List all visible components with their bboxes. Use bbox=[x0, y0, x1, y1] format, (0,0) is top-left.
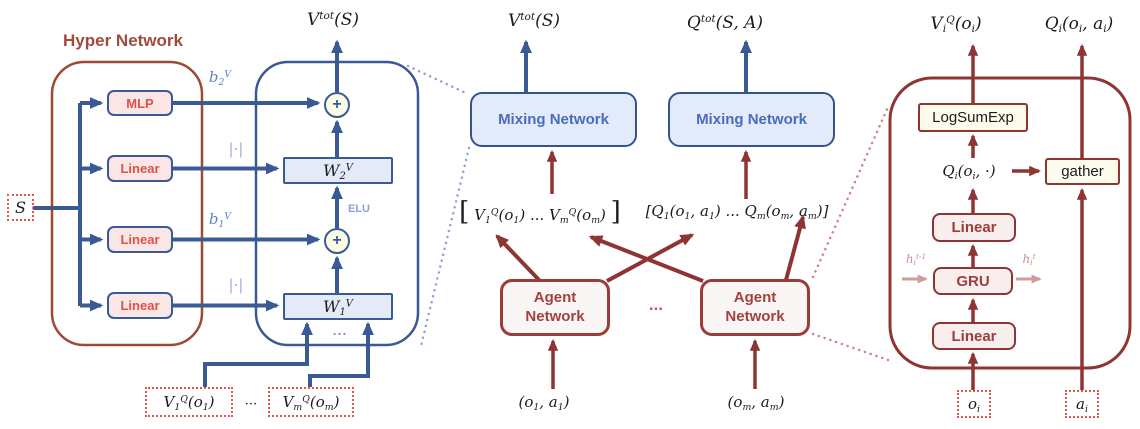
v1-input-label: V1Q(o1) bbox=[163, 393, 215, 413]
vtot-output-label-left: Vtot(S) bbox=[306, 10, 360, 30]
bias1-edge-label: b1V bbox=[208, 210, 232, 230]
blue-connectors bbox=[33, 39, 752, 387]
state-input-box: S bbox=[7, 194, 34, 221]
agent-detail-panel bbox=[888, 76, 1132, 370]
mixing-network-q-box: Mixing Network bbox=[668, 92, 835, 147]
weight1-box: W1V bbox=[283, 293, 393, 320]
obs-input-label: oi bbox=[967, 395, 980, 415]
hyper-network-title: Hyper Network bbox=[63, 31, 183, 50]
linear-1-label: Linear bbox=[120, 161, 160, 176]
mixing-zoom-dotted-links bbox=[406, 64, 471, 348]
v-vector-text: V1Q(o1) ... VmQ(om) bbox=[474, 206, 606, 226]
agent-zoom-dotted-links bbox=[811, 105, 893, 363]
sum-node-2: + bbox=[324, 92, 350, 118]
hyper-network-panel bbox=[50, 60, 204, 347]
action-input-box: ai bbox=[1065, 390, 1099, 418]
mixing-network-v-box: Mixing Network bbox=[470, 92, 637, 147]
linear-bottom-label: Linear bbox=[951, 327, 997, 345]
agent-2-label: Agent Network bbox=[725, 288, 785, 325]
gather-box: gather bbox=[1045, 158, 1120, 185]
linear-bottom-box: Linear bbox=[932, 322, 1016, 350]
q-all-actions-label: Qi(oi, ·) bbox=[942, 162, 996, 182]
abs-edge-label-1: |·| bbox=[228, 140, 244, 158]
linear-box-3: Linear bbox=[107, 292, 173, 319]
qtot-output-label: Qtot(S, A) bbox=[686, 13, 764, 33]
plus-icon: + bbox=[332, 95, 342, 113]
gru-label: GRU bbox=[956, 272, 990, 290]
elu-label: ELU bbox=[348, 203, 370, 215]
mlp-label: MLP bbox=[126, 95, 154, 111]
linear-box-2: Linear bbox=[107, 226, 173, 253]
gather-label: gather bbox=[1061, 163, 1104, 180]
plus-icon: + bbox=[332, 231, 342, 249]
sum-node-1: + bbox=[324, 228, 350, 254]
agent-network-2-box: Agent Network bbox=[700, 279, 810, 336]
agent-2-input-label: (om, am) bbox=[727, 393, 785, 413]
vi-output-label: ViQ(oi) bbox=[930, 14, 982, 36]
mlp-box: MLP bbox=[107, 90, 173, 116]
agent-dots: ... bbox=[648, 295, 664, 314]
agent-network-1-box: Agent Network bbox=[500, 279, 610, 336]
bias2-edge-label: b2V bbox=[208, 68, 232, 88]
weight-input-dots: ... bbox=[332, 322, 348, 338]
vm-input-box: VmQ(om) bbox=[268, 387, 354, 417]
weight2-label: W2V bbox=[323, 161, 353, 182]
weight1-label: W1V bbox=[323, 297, 353, 318]
vm-input-label: VmQ(om) bbox=[282, 393, 340, 413]
gru-box: GRU bbox=[933, 267, 1013, 295]
v-input-dots: ... bbox=[244, 393, 258, 409]
mixing-q-label: Mixing Network bbox=[696, 111, 807, 128]
hidden-state-next-label: hit bbox=[1022, 251, 1036, 268]
linear-top-box: Linear bbox=[932, 213, 1016, 242]
agent-1-input-label: (o1, a1) bbox=[518, 393, 570, 413]
mixing-v-label: Mixing Network bbox=[498, 111, 609, 128]
linear-3-label: Linear bbox=[120, 298, 160, 313]
linear-box-1: Linear bbox=[107, 155, 173, 182]
q-mixing-input-label: [Q1(o1, a1) ... Qm(om, am)] bbox=[645, 202, 829, 222]
v-mixing-input-label: [ V1Q(o1) ... VmQ(om) ] bbox=[459, 197, 621, 227]
linear-top-label: Linear bbox=[951, 219, 997, 236]
action-input-label: ai bbox=[1076, 395, 1088, 415]
linear-2-label: Linear bbox=[120, 232, 160, 247]
right-bracket: ] bbox=[610, 197, 621, 227]
qi-output-label: Qi(oi, ai) bbox=[1044, 14, 1114, 36]
logsumexp-label: LogSumExp bbox=[932, 109, 1014, 126]
left-bracket: [ bbox=[459, 197, 470, 227]
agent-1-label: Agent Network bbox=[525, 288, 585, 325]
hidden-state-prev-label: hit-1 bbox=[905, 251, 927, 268]
weight2-box: W2V bbox=[283, 157, 393, 184]
logsumexp-box: LogSumExp bbox=[918, 103, 1028, 132]
abs-edge-label-2: |·| bbox=[228, 276, 244, 294]
vtot-output-label-mid: Vtot(S) bbox=[507, 11, 561, 31]
v1-input-box: V1Q(o1) bbox=[145, 387, 233, 417]
red-connectors bbox=[495, 43, 1088, 390]
obs-input-box: oi bbox=[957, 390, 991, 418]
state-input-label: S bbox=[15, 198, 26, 217]
